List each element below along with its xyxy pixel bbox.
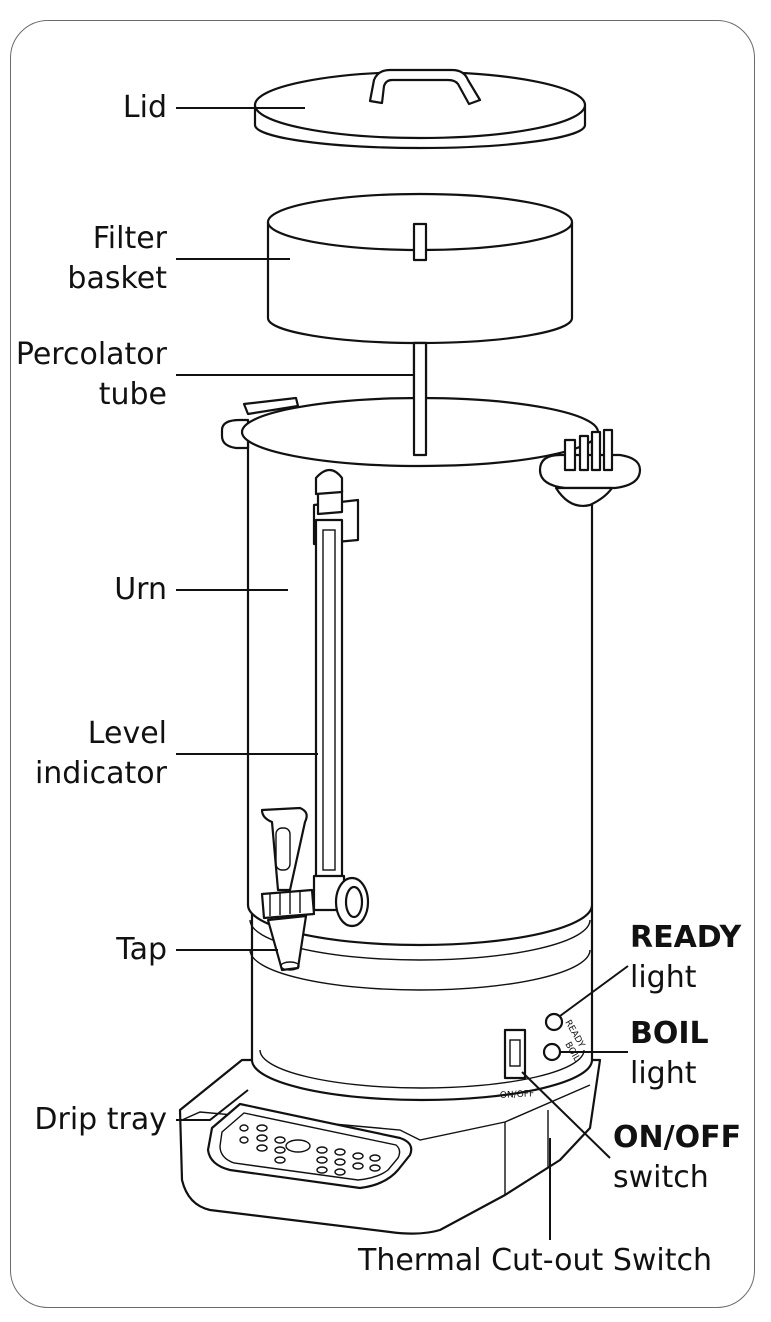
label-ready-light: READY light — [630, 918, 741, 998]
label-onoff-switch-line1: ON/OFF — [613, 1120, 742, 1155]
label-drip-tray: Drip tray — [34, 1102, 167, 1137]
label-thermal-cutout-switch: Thermal Cut-out Switch — [358, 1243, 713, 1278]
label-boil-light-line2: light — [630, 1056, 697, 1091]
label-tap: Tap — [116, 932, 167, 967]
label-percolator-tube-line2: tube — [98, 377, 167, 412]
label-onoff-switch: ON/OFF switch — [613, 1118, 741, 1198]
label-ready-light-line1: READY — [630, 920, 742, 955]
diagram-frame — [10, 20, 755, 1308]
label-filter-basket-line2: basket — [67, 261, 167, 296]
label-onoff-switch-line2: switch — [613, 1160, 709, 1195]
label-level-indicator-line2: indicator — [34, 756, 167, 791]
filter-basket — [266, 192, 574, 345]
label-level-indicator: Level indicator — [35, 714, 167, 794]
onoff-switch-body — [503, 1028, 527, 1080]
leader-lines — [176, 107, 629, 1240]
lid — [253, 68, 587, 150]
label-filter-basket: Filter basket — [67, 219, 167, 299]
label-percolator-tube-line1: Percolator — [15, 337, 167, 372]
level-indicator — [312, 468, 370, 928]
tap — [260, 806, 316, 972]
boil-light-lamp — [542, 1042, 562, 1062]
label-percolator-tube: Percolator tube — [16, 335, 167, 415]
drip-tray — [206, 1102, 413, 1190]
label-boil-light-line1: BOIL — [630, 1016, 709, 1051]
ready-light-lamp — [544, 1012, 564, 1032]
label-urn: Urn — [114, 572, 167, 607]
label-boil-light: BOIL light — [630, 1014, 709, 1094]
label-lid: Lid — [122, 90, 167, 125]
device-onoff-text: ON/OFF — [500, 1089, 535, 1101]
label-filter-basket-line1: Filter — [92, 221, 167, 256]
label-ready-light-line2: light — [630, 960, 697, 995]
label-level-indicator-line1: Level — [87, 716, 167, 751]
